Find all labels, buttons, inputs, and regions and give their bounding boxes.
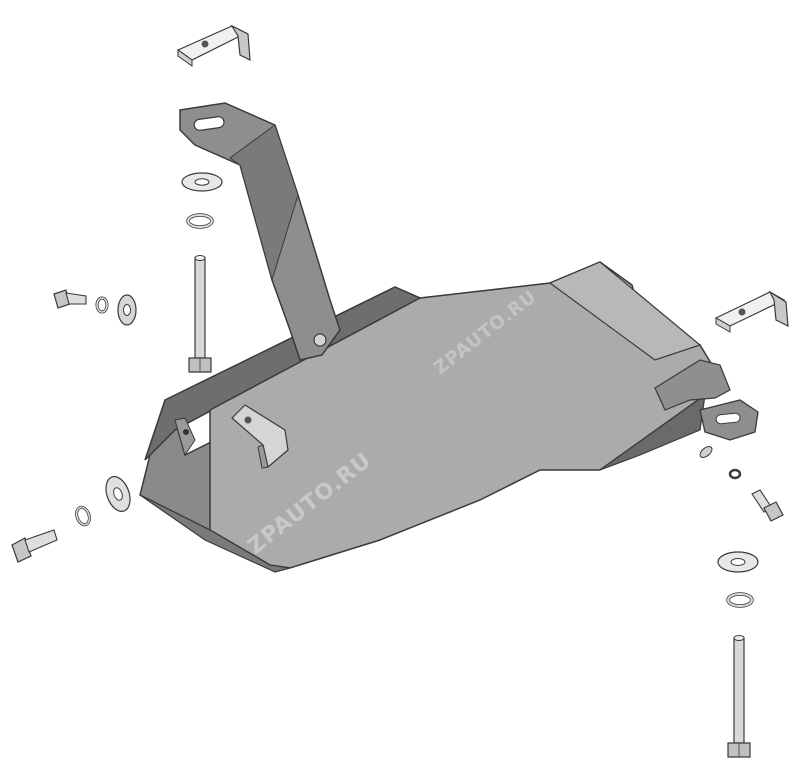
short-bolt-shank xyxy=(65,292,87,305)
arm-bracket-bolt xyxy=(313,333,327,347)
plate-left-tab-hole xyxy=(183,429,189,435)
plate-right-mount-lip xyxy=(654,359,731,411)
left-arm-bracket xyxy=(179,102,341,361)
plate-front-edge xyxy=(139,494,291,573)
bolt-head xyxy=(763,501,784,522)
top-left-l-bracket xyxy=(176,24,251,67)
top-right-l-bracket xyxy=(714,290,789,333)
lock-washer xyxy=(728,468,742,480)
left-upper-hardware xyxy=(181,172,223,373)
plate-l-bracket xyxy=(231,404,289,469)
right-lower-hardware xyxy=(717,551,759,758)
arm-bracket-slot xyxy=(193,116,225,131)
right-mount-bracket xyxy=(699,399,759,458)
bolt-shank xyxy=(24,529,58,553)
skid-plate: ZPAUTO.RU ZPAUTO.RU ZPAUTO.RU xyxy=(139,215,731,573)
right-middle-hardware xyxy=(728,468,784,522)
left-middle-hardware xyxy=(53,289,137,326)
arm-bracket-edge xyxy=(229,124,299,282)
plate-rear-flange xyxy=(144,286,422,461)
plate-left-tab xyxy=(174,417,196,457)
left-lower-hardware xyxy=(11,476,131,563)
long-bolt-shank xyxy=(733,637,745,744)
long-bolt-shank xyxy=(194,257,206,359)
plate-right-rib xyxy=(548,261,702,361)
